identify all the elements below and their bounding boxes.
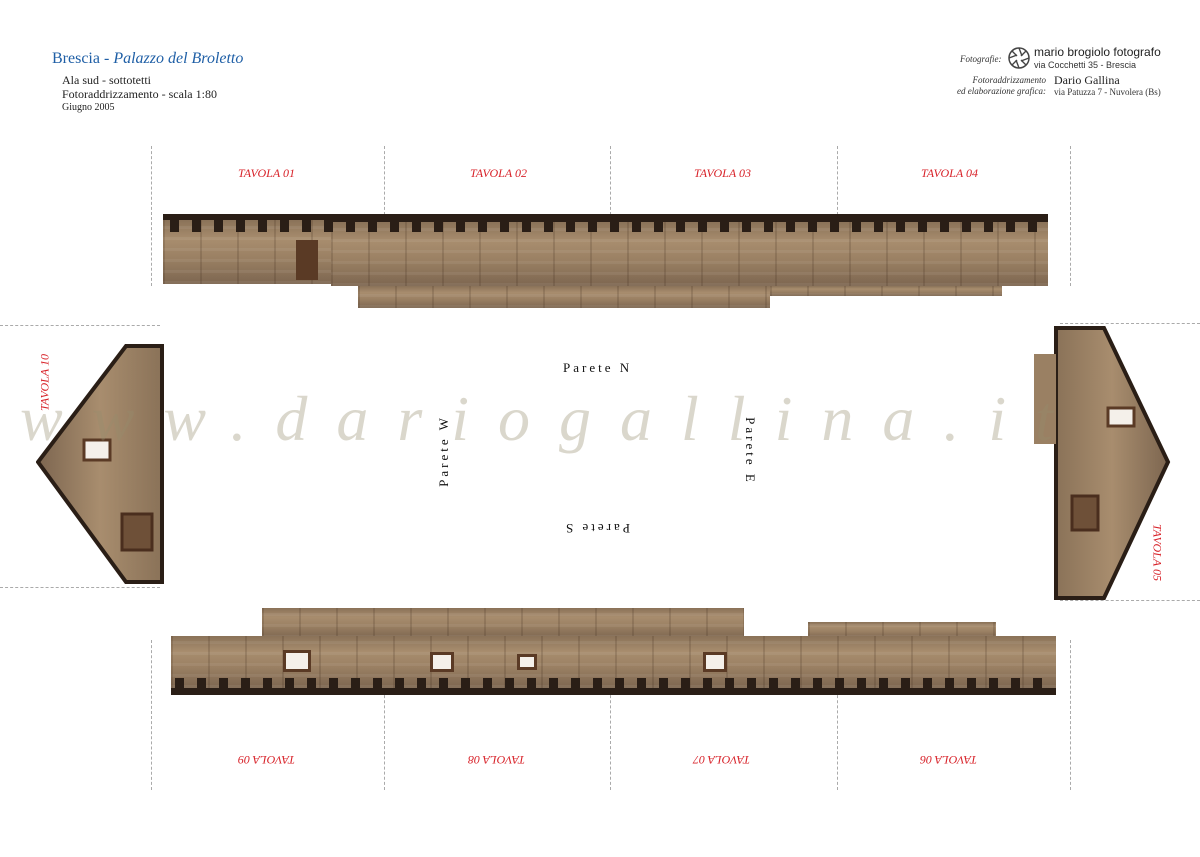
south-wall-window [430, 652, 454, 672]
photo-credit-address: via Cocchetti 35 - Brescia [1034, 60, 1137, 70]
tavola-label-03: TAVOLA 03 [694, 166, 751, 180]
south-wall-window [517, 654, 537, 670]
south-wall-window [283, 650, 311, 672]
dashed-guide [151, 146, 152, 286]
dashed-guide [0, 587, 160, 588]
title-building: Palazzo del Broletto [113, 50, 244, 67]
parete-s-label: Parete S [563, 521, 630, 536]
subtitle-area: Ala sud - sottotetti [62, 73, 151, 87]
dashed-guide [1070, 146, 1071, 286]
tavola-label-04: TAVOLA 04 [921, 166, 978, 180]
parete-n-label: Parete N [563, 360, 633, 375]
tavola-label-09: TAVOLA 09 [238, 753, 295, 767]
west-gable-wall [36, 344, 164, 584]
north-wall-lower-1 [358, 286, 770, 308]
photo-credit-label: Fotografie: [960, 54, 1002, 64]
dashed-guide [610, 690, 611, 790]
dashed-guide [151, 640, 152, 790]
processing-label-line1: Fotoraddrizzamento [972, 75, 1046, 85]
east-gable-wall [1034, 326, 1171, 600]
south-wall-roofline [171, 688, 1056, 695]
subtitle-date: Giugno 2005 [62, 102, 115, 113]
south-wall-upper-1 [262, 608, 744, 638]
tavola-label-06: TAVOLA 06 [920, 753, 977, 767]
parete-w-label: Parete W [436, 415, 451, 487]
tavola-label-08: TAVOLA 08 [468, 753, 525, 767]
dashed-guide [1060, 600, 1200, 601]
tavola-label-02: TAVOLA 02 [470, 166, 527, 180]
dashed-guide [1070, 640, 1071, 790]
dashed-guide [384, 690, 385, 790]
south-wall-crenellation [175, 678, 1050, 688]
south-wall-upper-2 [808, 622, 996, 638]
north-wall-roofline [163, 214, 1048, 222]
north-wall-lower-2 [770, 286, 1002, 296]
dashed-guide [0, 325, 160, 326]
subtitle-method: Fotoraddrizzamento - scala 1:80 [62, 87, 217, 101]
title-city: Brescia - [52, 50, 114, 67]
photo-credit-name: mario brogiolo fotografo [1034, 45, 1161, 59]
tavola-label-07: TAVOLA 07 [693, 753, 750, 767]
south-wall-window [703, 652, 727, 672]
page-title: Brescia - Palazzo del Broletto [52, 50, 243, 68]
dashed-guide [837, 690, 838, 790]
processing-label-line2: ed elaborazione grafica: [957, 86, 1046, 96]
parete-e-label: Parete E [743, 417, 758, 485]
watermark: www.dariogallina.it [20, 383, 1082, 454]
processing-credit-address: via Patuzza 7 - Nuvolera (Bs) [1054, 87, 1161, 97]
north-wall-crenellation [170, 220, 1040, 232]
north-wall-section-2 [331, 222, 1048, 286]
aperture-logo-icon [1008, 47, 1030, 69]
north-wall-door [296, 240, 318, 280]
tavola-label-01: TAVOLA 01 [238, 166, 295, 180]
processing-credit-name: Dario Gallina [1054, 73, 1120, 87]
dashed-guide [1060, 323, 1200, 324]
